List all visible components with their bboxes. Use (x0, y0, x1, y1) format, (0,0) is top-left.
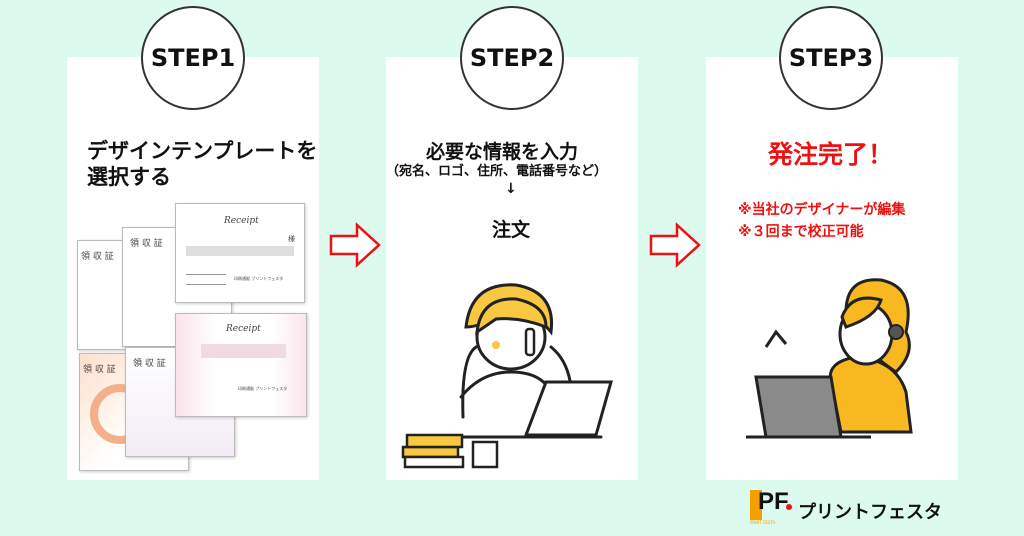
step2-panel: 必要な情報を入力 （宛名、ロゴ、住所、電話番号など） ↓ 注文 (386, 57, 638, 480)
step1-title-line1: デザインテンプレートを (87, 139, 318, 163)
step2-down-arrow: ↓ (505, 181, 517, 197)
logo-mark: PF PRINT FESTA (750, 488, 792, 525)
template-card: Receipt 様 印刷通販 プリントフェスタ (175, 203, 305, 303)
step2-subtitle: （宛名、ロゴ、住所、電話番号など） (386, 164, 608, 179)
template-card-title: 領 収 証 (83, 365, 116, 375)
template-card-title: Receipt (224, 216, 259, 226)
step3-panel: 発注完了！ ※当社のデザイナーが編集 ※３回まで校正可能 (706, 57, 958, 480)
step1-badge: STEP1 (141, 6, 245, 110)
brand-name: プリントフェスタ (798, 502, 942, 523)
template-card-title: Receipt (226, 324, 261, 334)
operator-with-headset-illustration (746, 278, 913, 439)
arrow-right-icon (329, 222, 381, 268)
template-card-company: 印刷通販 プリントフェスタ (238, 386, 288, 391)
step1-title-line2: 選択する (87, 165, 171, 189)
arrow-right-icon (649, 222, 701, 268)
template-card-title: 領 収 証 (81, 252, 114, 262)
template-card-title: 領 収 証 (133, 359, 166, 369)
step2-title: 必要な情報を入力 (426, 141, 579, 163)
step3-note1: ※当社のデザイナーが編集 (738, 202, 906, 218)
step3-title: 発注完了！ (768, 140, 894, 169)
template-card-title: 領 収 証 (130, 239, 163, 249)
template-card-sama: 様 (288, 235, 295, 243)
template-card-company: 印刷通販 プリントフェスタ (234, 276, 284, 281)
step2-title2: 注文 (492, 219, 531, 241)
woman-on-phone-illustration (401, 283, 613, 469)
step2-badge: STEP2 (460, 6, 564, 110)
step3-badge: STEP3 (779, 6, 883, 110)
template-card: Receipt 印刷通販 プリントフェスタ (175, 313, 307, 417)
step3-note2: ※３回まで校正可能 (738, 224, 864, 240)
brand-logo: PF PRINT FESTA プリントフェスタ (750, 488, 970, 526)
step1-panel: デザインテンプレートを 選択する 領 収 証 領 収 証 Receipt 様 印… (67, 57, 319, 480)
